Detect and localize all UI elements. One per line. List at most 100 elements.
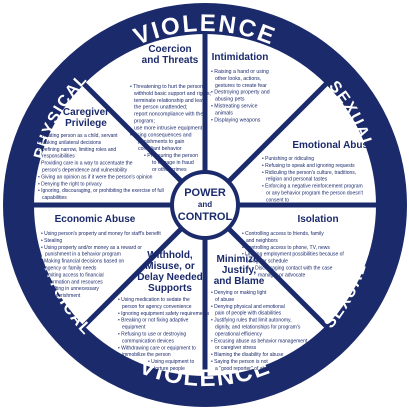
hub: POWER and CONTROL [170, 170, 240, 240]
segment-item-line: person's dependence and vulnerability [42, 168, 128, 174]
segment-item-line: withhold basic support and rights; [134, 91, 211, 97]
segment-item-line: • Saying the person is not [211, 359, 268, 365]
segment-title-line: Justify, [222, 265, 256, 276]
segment-title-line: Supports [148, 283, 192, 294]
segment-title-line: and Threats [142, 55, 199, 66]
segment-item-line: • Providing care in a way to accentuate … [38, 161, 133, 167]
segment-item-line: manager or advocate [258, 272, 305, 278]
segment-isolation: Isolation • Controlling access to friends… [242, 214, 344, 278]
segment-item-line: • Justifying rules that limit autonomy, [211, 318, 292, 324]
segment-title-line: Withhold, [147, 250, 193, 261]
segment-economic: Economic Abuse • Using person's property … [41, 214, 161, 299]
segment-item-line: a "good reporter" of abuse [215, 366, 274, 372]
segment-item-line: • Making unilateral decisions [38, 140, 102, 146]
segment-item-line: dignity, and relationships for program's [215, 325, 301, 331]
segment-item-line: • Destroying property and [211, 90, 270, 96]
segment-title-line: Coercion [148, 44, 191, 55]
segment-item-line: • Raising a hand or using [211, 69, 269, 75]
segment-title-line: Intimidation [212, 52, 269, 63]
segment-item-line: • Stealing [41, 238, 62, 244]
segment-item-line: or other crimes [152, 167, 187, 173]
hub-and: and [198, 200, 212, 209]
segment-item-line: • Using person's property and money for … [41, 231, 161, 237]
segment-item-line: • Enforcing a negative reinforcement pro… [262, 184, 363, 190]
segment-item-line: • Punishing or ridiculing [262, 156, 314, 162]
segment-item-line: operational efficiency [215, 331, 262, 337]
hub-control: CONTROL [178, 211, 233, 223]
segment-item-line: torture people [154, 366, 185, 372]
segment-item-line: other looks, actions, [215, 76, 261, 82]
segment-title-line: Emotional Abuse [292, 140, 374, 151]
segment-title-line: Minimize, [216, 254, 261, 265]
segment-item-line: • Limiting employment possibilities beca… [242, 252, 344, 258]
segment-item-line: • Excusing abuse as behavior management [211, 338, 308, 344]
segment-item-line: punishments to gain [138, 139, 185, 145]
segment-item-line: the person unattended; [134, 105, 187, 111]
segment-item-line: • Limiting access to financial [41, 272, 104, 278]
segment-item-line: consent to [266, 197, 289, 203]
segment-item-line: • Using equipment to [148, 359, 194, 365]
segment-item-line: punishment in a behavior program [45, 252, 121, 258]
segment-item-line: equipment [122, 325, 146, 331]
segment-item-line: • Discouraging contact with the case [252, 266, 333, 272]
segment-item-line: pain of people with disabilities [215, 311, 282, 317]
segment-item-line: • Denying physical and emotional [211, 304, 285, 310]
segment-item-line: information and resources [45, 279, 103, 285]
segment-item-line: • Controlling access to phone, TV, news [242, 245, 330, 251]
segment-item-line: • Using property and/or money as a rewar… [41, 245, 142, 251]
segment-item-line: caregiver schedule [246, 259, 288, 265]
segment-item-line: program; [134, 119, 155, 125]
segment-item-line: abusing pets [215, 97, 245, 103]
segment-item-line: animals [215, 110, 233, 116]
segment-item-line: • Making financial decisions based on [41, 259, 124, 265]
segment-item-line: terminate relationship and leave [134, 98, 208, 104]
segment-item-line: • Breaking or not fixing adaptive [118, 318, 189, 324]
segment-item-line: • Denying the right to privacy [38, 181, 102, 187]
segment-item-line: • Ignoring, discouraging, or prohibiting… [38, 188, 164, 194]
segment-title-line: Isolation [297, 214, 338, 225]
segment-title-line: and Blame [214, 276, 265, 287]
segment-item-line: of abuse [215, 297, 234, 303]
segment-item-line: • Using consequences and [130, 132, 192, 138]
segment-item-line: • Blaming the disability for abuse [211, 352, 284, 358]
segment-item-line: • Using medication to sedate the [118, 297, 190, 303]
segment-item-line: • Refusing to use or destroying [118, 332, 186, 338]
segment-title-line: Caregiver [63, 107, 109, 118]
segment-item-line: report noncompliance with the [134, 112, 203, 118]
segment-item-line: resulting in unnecessary [45, 286, 99, 292]
hub-power: POWER [184, 187, 226, 199]
segment-item-line: responsibilities [42, 154, 75, 160]
segment-item-line: communication devices [122, 338, 174, 344]
segment-item-line: or caregiver stress [215, 345, 257, 351]
segment-item-line: capabilities [42, 195, 67, 201]
segment-item-line: • Treating person as a child, servant [38, 133, 118, 139]
segment-item-line: • Ignoring equipment safety requirements [118, 311, 210, 317]
segment-title-line: Misuse, or [145, 261, 195, 272]
segment-item-line: • Pressuring the person [144, 153, 198, 159]
segment-item-line: and neighbors [246, 238, 278, 244]
segment-item-line: gestures to create fear [215, 83, 267, 89]
segment-item-line: • Threatening to hurt the person; [130, 84, 204, 90]
segment-title-line: Privilege [65, 118, 107, 129]
segment-item-line: impoverishment [45, 293, 81, 299]
segment-item-line: • Denying or making light [211, 290, 267, 296]
segment-item-line: • Displaying weapons [211, 117, 261, 123]
segment-item-line: use more intrusive equipment [134, 125, 203, 131]
segment-emotional: Emotional Abuse • Punishing or ridiculing… [262, 140, 374, 203]
segment-item-line: • Refusing to speak and ignoring request… [262, 163, 355, 169]
segment-item-line: • Giving an opinion as if it were the pe… [38, 174, 153, 180]
segment-intimidation: Intimidation • Raising a hand or usingoth… [211, 52, 270, 123]
segment-title-line: Delay Needed [137, 272, 203, 283]
segment-item-line: to engage in fraud [152, 160, 194, 166]
segment-item-line: compliant behavior [138, 146, 182, 152]
segment-item-line: agency or family needs [45, 266, 97, 272]
segment-title-line: Economic Abuse [55, 214, 136, 225]
segment-item-line: • Mistreating service [211, 104, 258, 110]
segment-item-line: immobilize the person [122, 352, 171, 358]
segment-item-line: • Withdrawing care or equipment to [118, 345, 196, 351]
segment-item-line: • Defining narrow, limiting roles and [38, 147, 116, 153]
segment-item-line: • Controlling access to friends, family [242, 231, 324, 237]
